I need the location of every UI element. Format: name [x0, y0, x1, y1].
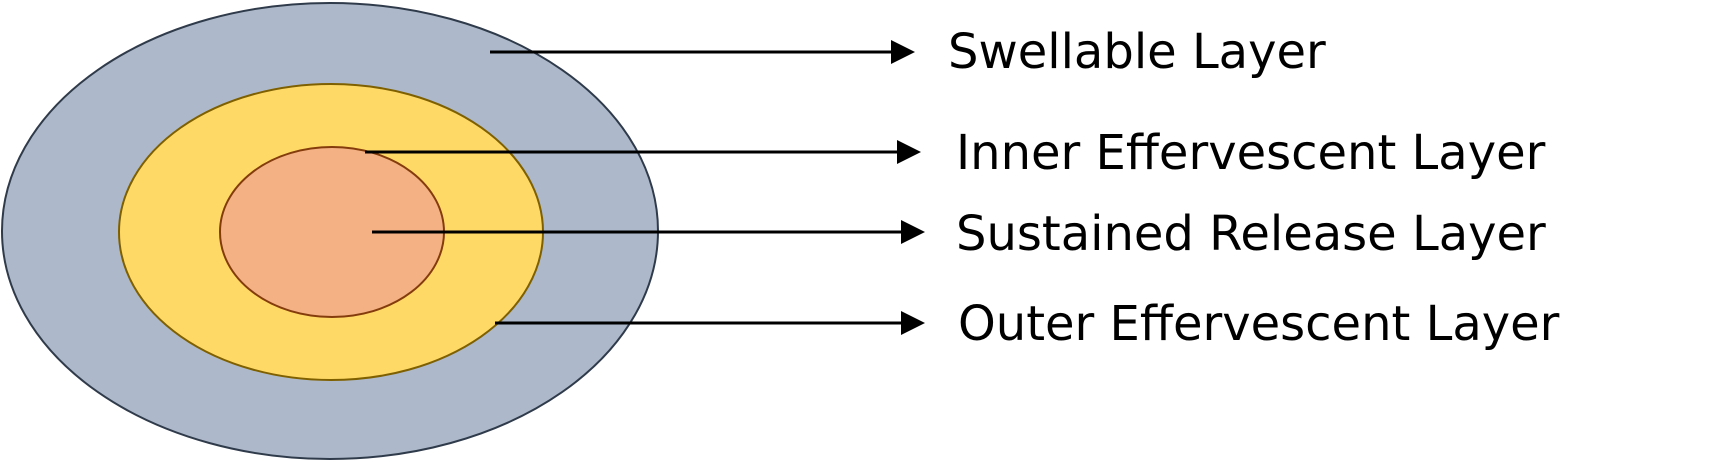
swellable-layer-label: Swellable Layer: [948, 24, 1326, 80]
sustained-release-layer-label: Sustained Release Layer: [956, 206, 1546, 262]
outer-effervescent-layer-label: Outer Effervescent Layer: [958, 296, 1560, 352]
inner-effervescent-layer-label: Inner Effervescent Layer: [956, 125, 1546, 181]
